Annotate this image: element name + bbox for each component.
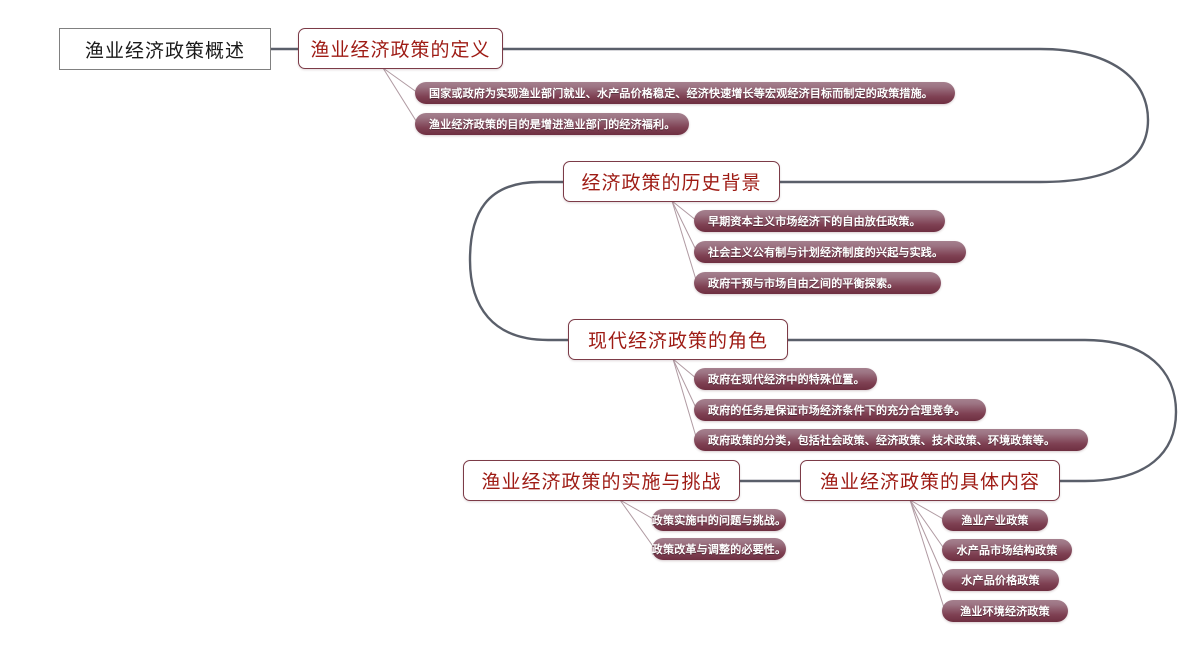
leaf-definition-1[interactable]: 国家或政府为实现渔业部门就业、水产品价格稳定、经济快速增长等宏观经济目标而制定的… xyxy=(415,82,955,104)
leaf-label: 政府的任务是保证市场经济条件下的充分合理竞争。 xyxy=(708,404,966,417)
branch-node-history[interactable]: 经济政策的历史背景 xyxy=(563,161,780,202)
leaf-label: 渔业环境经济政策 xyxy=(960,605,1050,618)
leaf-label: 社会主义公有制与计划经济制度的兴起与实践。 xyxy=(708,246,944,259)
leaf-connectors-modern-role xyxy=(672,358,698,441)
branch-node-contents[interactable]: 渔业经济政策的具体内容 xyxy=(800,460,1060,501)
leaf-contents-3[interactable]: 水产品价格政策 xyxy=(942,569,1059,591)
branch-label-modern-role: 现代经济政策的角色 xyxy=(587,331,768,352)
leaf-label: 渔业经济政策的目的是增进渔业部门的经济福利。 xyxy=(429,118,676,131)
leaf-modern-role-1[interactable]: 政府在现代经济中的特殊位置。 xyxy=(694,368,877,390)
root-node-label: 渔业经济政策概述 xyxy=(84,40,245,62)
leaf-label: 渔业产业政策 xyxy=(961,514,1029,527)
branch-node-implementation[interactable]: 渔业经济政策的实施与挑战 xyxy=(463,460,740,501)
leaf-contents-2[interactable]: 水产品市场结构政策 xyxy=(942,539,1072,561)
branch-label-history: 经济政策的历史背景 xyxy=(581,173,762,194)
leaf-label: 政策改革与调整的必要性。 xyxy=(651,543,787,556)
leaf-label: 政策实施中的问题与挑战。 xyxy=(651,514,787,527)
leaf-history-3[interactable]: 政府干预与市场自由之间的平衡探索。 xyxy=(694,272,941,294)
leaf-connectors-history xyxy=(671,200,698,284)
branch-node-modern-role[interactable]: 现代经济政策的角色 xyxy=(568,319,788,360)
leaf-definition-2[interactable]: 渔业经济政策的目的是增进渔业部门的经济福利。 xyxy=(415,113,689,135)
connector-history-to-modern-role xyxy=(468,180,570,342)
leaf-history-2[interactable]: 社会主义公有制与计划经济制度的兴起与实践。 xyxy=(694,241,966,263)
leaf-label: 政府干预与市场自由之间的平衡探索。 xyxy=(708,277,899,290)
leaf-label: 国家或政府为实现渔业部门就业、水产品价格稳定、经济快速增长等宏观经济目标而制定的… xyxy=(429,87,933,100)
leaf-contents-1[interactable]: 渔业产业政策 xyxy=(942,509,1048,531)
branch-label-implementation: 渔业经济政策的实施与挑战 xyxy=(481,472,722,493)
root-node[interactable]: 渔业经济政策概述 xyxy=(59,28,271,70)
leaf-modern-role-3[interactable]: 政府政策的分类，包括社会政策、经济政策、技术政策、环境政策等。 xyxy=(694,429,1088,451)
connector-modern-role-to-contents xyxy=(786,338,1178,483)
leaf-contents-4[interactable]: 渔业环境经济政策 xyxy=(942,600,1068,622)
leaf-implementation-2[interactable]: 政策改革与调整的必要性。 xyxy=(652,538,786,560)
leaf-label: 政府在现代经济中的特殊位置。 xyxy=(708,373,865,386)
leaf-implementation-1[interactable]: 政策实施中的问题与挑战。 xyxy=(652,509,786,531)
leaf-label: 水产品价格政策 xyxy=(961,574,1040,587)
leaf-history-1[interactable]: 早期资本主义市场经济下的自由放任政策。 xyxy=(694,210,945,232)
leaf-modern-role-2[interactable]: 政府的任务是保证市场经济条件下的充分合理竞争。 xyxy=(694,399,986,421)
leaf-connectors-implementation xyxy=(619,499,656,550)
leaf-connectors-contents xyxy=(909,499,946,612)
leaf-label: 早期资本主义市场经济下的自由放任政策。 xyxy=(708,215,921,228)
branch-label-definition: 渔业经济政策的定义 xyxy=(310,40,491,61)
leaf-connectors-definition xyxy=(382,67,419,125)
connector-definition-to-history xyxy=(501,47,1150,184)
leaf-label: 政府政策的分类，包括社会政策、经济政策、技术政策、环境政策等。 xyxy=(708,434,1056,447)
leaf-label: 水产品市场结构政策 xyxy=(956,544,1058,557)
branch-label-contents: 渔业经济政策的具体内容 xyxy=(819,472,1040,493)
branch-node-definition[interactable]: 渔业经济政策的定义 xyxy=(298,28,503,69)
